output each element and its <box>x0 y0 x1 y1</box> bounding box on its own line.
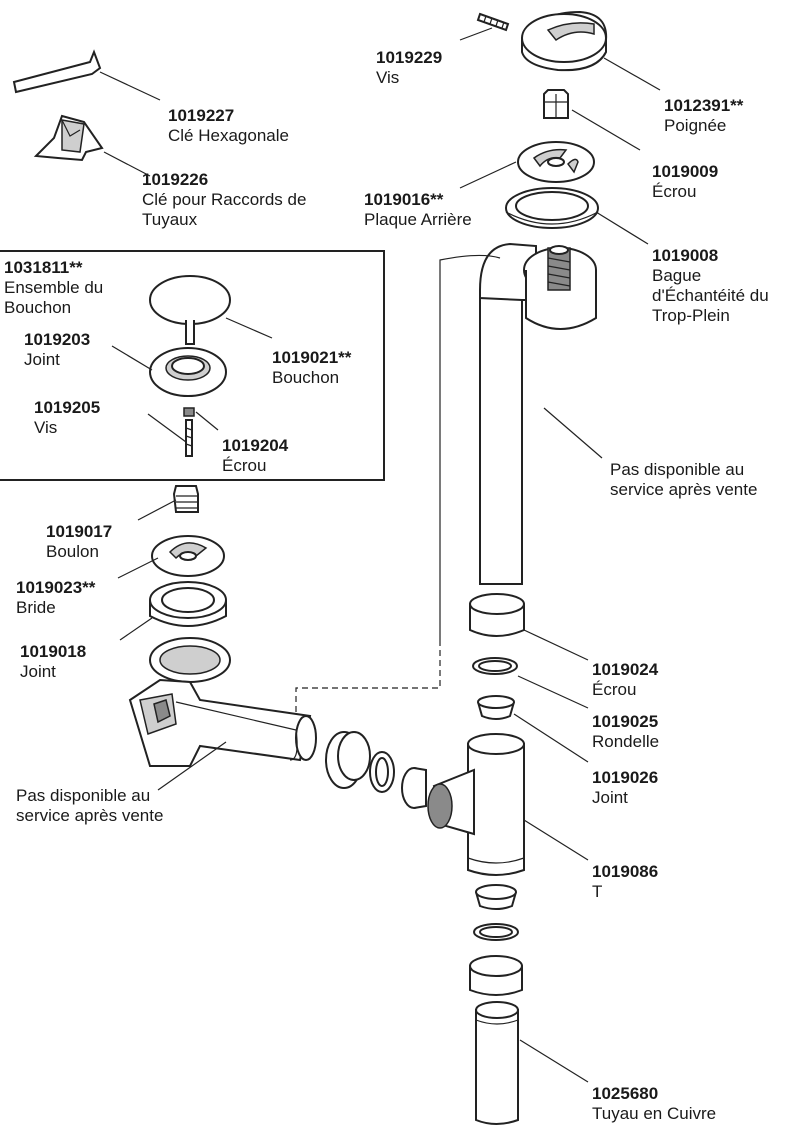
gasket-drawing <box>477 695 515 720</box>
overflow-pipe-drawing <box>479 242 597 585</box>
hex-key-drawing <box>12 49 102 94</box>
overflow-gasket-drawing <box>505 187 599 229</box>
overflow-cable-drawing <box>439 254 501 640</box>
label-1019204: 1019204 Écrou <box>222 436 288 476</box>
flange-drawing <box>151 535 225 577</box>
part-name: Bague d'Échantéité du Trop-Plein <box>652 266 769 325</box>
part-number: 1019008 <box>652 246 719 265</box>
part-name: Clé Hexagonale <box>168 126 289 145</box>
part-number: 1019017 <box>46 522 113 541</box>
label-1019009: 1019009 Écrou <box>652 162 718 202</box>
note-not-available-right: Pas disponible au service après vente <box>610 460 790 500</box>
part-name: Joint <box>20 662 56 681</box>
part-number: 1012391** <box>664 96 744 115</box>
label-1019026: 1019026 Joint <box>592 768 658 808</box>
note-text: Pas disponible au service après vente <box>610 460 758 499</box>
part-number: 1019025 <box>592 712 659 731</box>
label-1019227: 1019227 Clé Hexagonale <box>168 106 289 146</box>
part-name: Écrou <box>652 182 697 201</box>
part-name: Poignée <box>664 116 727 135</box>
part-name: Bride <box>16 598 56 617</box>
part-number: 1019009 <box>652 162 719 181</box>
label-1019205: 1019205 Vis <box>34 398 100 438</box>
part-name: Vis <box>34 418 58 437</box>
stopper-screw-drawing <box>183 407 195 457</box>
label-1019229: 1019229 Vis <box>376 48 442 88</box>
leader-lines <box>99 27 661 1083</box>
part-name: Vis <box>376 68 400 87</box>
part-number: 1019023** <box>16 578 96 597</box>
lower-gasket-drawing <box>475 884 517 910</box>
part-name: Joint <box>24 350 60 369</box>
part-number: 1031811** <box>4 258 83 277</box>
handle-drawing <box>521 10 608 72</box>
part-name: Joint <box>592 788 628 807</box>
label-1019021: 1019021** Bouchon <box>272 348 351 388</box>
note-not-available-left: Pas disponible au service après vente <box>16 786 196 826</box>
lower-nut-drawing <box>469 955 523 996</box>
bolt-drawing <box>172 485 199 513</box>
stopper-assembly-box <box>0 250 385 481</box>
upper-nut-drawing <box>469 593 525 637</box>
part-number: 1019018 <box>20 642 87 661</box>
stopper-gasket-drawing <box>149 347 227 397</box>
part-number: 1019021** <box>272 348 352 367</box>
label-1019226: 1019226 Clé pour Raccords de Tuyaux <box>142 170 332 230</box>
tee-drawing <box>427 733 525 876</box>
part-name: Clé pour Raccords de Tuyaux <box>142 190 307 229</box>
note-text: Pas disponible au service après vente <box>16 786 164 825</box>
part-number: 1019205 <box>34 398 101 417</box>
nut-drawing <box>543 89 569 119</box>
part-number: 1019229 <box>376 48 443 67</box>
label-1019203: 1019203 Joint <box>24 330 90 370</box>
horizontal-washer-drawing <box>369 751 395 793</box>
screw-drawing <box>476 12 510 32</box>
label-1019008: 1019008 Bague d'Échantéité du Trop-Plein <box>652 246 798 326</box>
horizontal-nut-drawing <box>325 731 371 789</box>
drain-body-drawing <box>128 637 317 767</box>
flange-gasket-drawing <box>149 581 227 627</box>
back-plate-drawing <box>517 141 595 183</box>
part-name: Rondelle <box>592 732 660 751</box>
label-1025680: 1025680 Tuyau en Cuivre <box>592 1084 716 1124</box>
part-name: Écrou <box>592 680 637 699</box>
part-name: Boulon <box>46 542 99 561</box>
part-number: 1019227 <box>168 106 235 125</box>
label-1019016: 1019016** Plaque Arrière <box>364 190 472 230</box>
stopper-drawing <box>149 275 231 345</box>
part-number: 1019226 <box>142 170 209 189</box>
lower-washer-drawing <box>473 923 519 941</box>
part-name: Ensemble du Bouchon <box>4 278 104 317</box>
part-number: 1019204 <box>222 436 289 455</box>
part-number: 1025680 <box>592 1084 659 1103</box>
copper-pipe-drawing <box>475 1001 519 1125</box>
label-1019086: 1019086 T <box>592 862 658 902</box>
part-number: 1019024 <box>592 660 659 679</box>
label-1019018: 1019018 Joint <box>20 642 86 682</box>
label-1019023: 1019023** Bride <box>16 578 95 618</box>
part-name: Bouchon <box>272 368 340 387</box>
part-name: Écrou <box>222 456 267 475</box>
part-number: 1019016** <box>364 190 444 209</box>
part-number: 1019086 <box>592 862 659 881</box>
washer-drawing <box>472 657 518 675</box>
part-number: 1019026 <box>592 768 659 787</box>
label-1012391: 1012391** Poignée <box>664 96 743 136</box>
pipe-wrench-drawing <box>33 114 104 162</box>
part-name: Plaque Arrière <box>364 210 472 229</box>
label-1019025: 1019025 Rondelle <box>592 712 659 752</box>
label-1019017: 1019017 Boulon <box>46 522 112 562</box>
label-1019024: 1019024 Écrou <box>592 660 658 700</box>
horizontal-gasket-drawing <box>401 767 427 809</box>
part-name: Tuyau en Cuivre <box>592 1104 717 1123</box>
cable-dashed-route <box>295 640 441 714</box>
part-number: 1019203 <box>24 330 91 349</box>
label-1031811: 1031811** Ensemble du Bouchon <box>4 258 134 318</box>
part-name: T <box>592 882 603 901</box>
